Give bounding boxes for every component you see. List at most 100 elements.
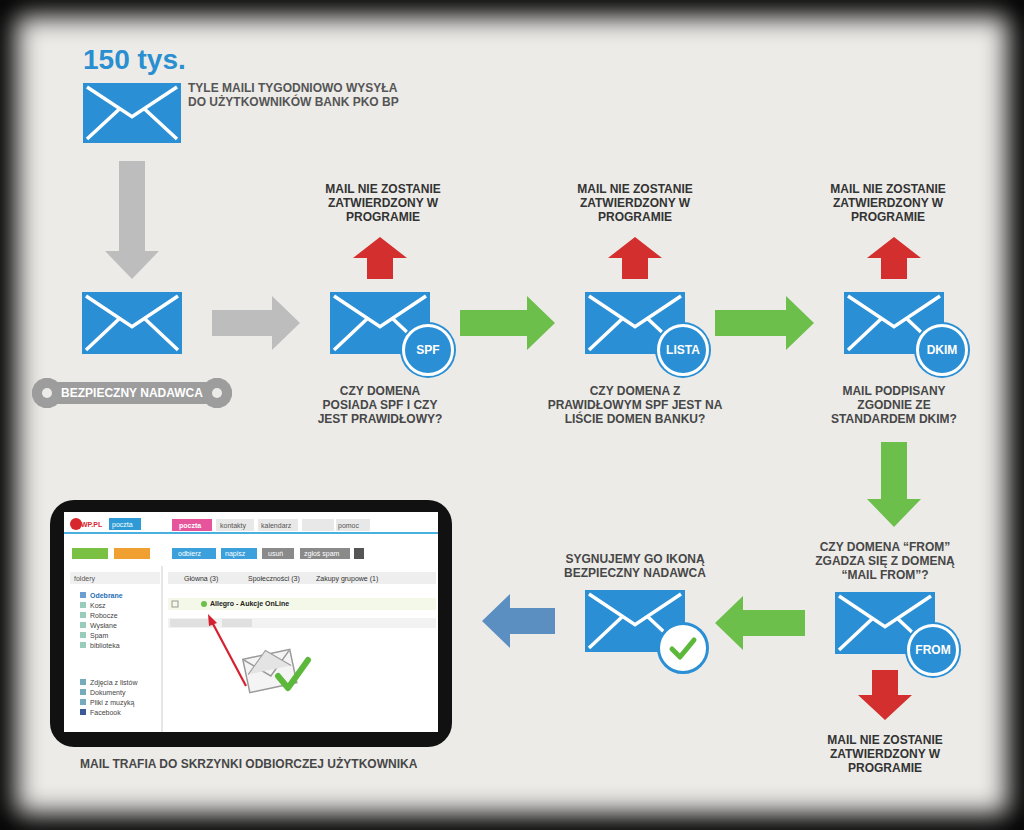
tabs-bar (168, 572, 436, 584)
reject-note: MAIL NIE ZOSTANIE ZATWIERDZONY W PROGRAM… (303, 182, 463, 224)
envelope-flap (589, 594, 681, 625)
check-badge: FROM (907, 624, 959, 676)
envelope-wrap (585, 590, 685, 652)
reject-note: MAIL NIE ZOSTANIE ZATWIERDZONY W PROGRAM… (808, 182, 968, 224)
mail-row (168, 618, 436, 628)
flow-arrow (460, 296, 555, 350)
ui-label: Wysłane (90, 621, 117, 630)
envelope-wrap (82, 292, 182, 354)
mail-row (168, 598, 436, 610)
envelope-fold (86, 318, 178, 350)
mail-step: 150 tys.TYLE MAILI TYGODNIOWO WYSYŁA DO … (80, 45, 410, 145)
step-caption: TYLE MAILI TYGODNIOWO WYSYŁA DO UŻYTKOWN… (188, 81, 403, 109)
folder-icons (80, 592, 86, 715)
reject-note: MAIL NIE ZOSTANIE ZATWIERDZONY W PROGRAM… (805, 733, 965, 775)
checkbox (172, 601, 178, 607)
badge-text: BEZPIECZNY NADAWCA (32, 378, 232, 408)
flow-arrow (353, 237, 407, 279)
sidebar-head (70, 572, 160, 584)
envelope-wrap: LISTA (585, 292, 685, 354)
ui-label: Społeczności (3) (248, 574, 300, 583)
envelope-wrap (83, 83, 181, 143)
envelope-wrap: DKIM (844, 292, 944, 354)
tab (258, 519, 298, 531)
ui-label: Spam (90, 631, 108, 640)
envelope-flap (848, 296, 940, 327)
flow-arrow (715, 296, 814, 350)
app-tab (109, 518, 141, 530)
ui-label: biblioteka (90, 641, 120, 650)
button (262, 548, 294, 559)
pager (222, 619, 252, 627)
ui-label: Zdjęcia z listów (90, 678, 137, 687)
ui-label: Główna (3) (184, 574, 218, 583)
ui-label: kalendarz (261, 521, 291, 530)
envelope-wrap: SPF (330, 292, 430, 354)
count-heading: 150 tys. (83, 45, 186, 75)
badge-text: LISTA (660, 327, 706, 373)
ui-label: odbierz (178, 549, 201, 558)
safe-icon (201, 601, 207, 607)
badge-text: DKIM (919, 327, 965, 373)
flow-arrow (482, 594, 555, 648)
flow-arrow (867, 237, 921, 279)
ui-label: foldery (74, 574, 95, 583)
button (300, 548, 350, 559)
button (172, 548, 216, 559)
ui-label: poczta (179, 521, 201, 530)
check-badge: SPF (402, 324, 454, 376)
mail-step: DKIM MAIL PODPISANY ZGODNIE ZE STANDARDEM… (804, 292, 984, 426)
sidebar-border (162, 566, 163, 732)
mail-step: CZY DOMENA “FROM” ZGADZA SIĘ Z DOMENĄ “M… (795, 540, 975, 654)
check-mark (663, 628, 703, 668)
reject-note: MAIL NIE ZOSTANIE ZATWIERDZONY W PROGRAM… (555, 182, 715, 224)
tab (302, 519, 334, 531)
ui-label: Facebook (90, 708, 121, 717)
tablet-frame (50, 500, 452, 747)
pager (170, 619, 214, 627)
mail-screenshot (50, 500, 452, 747)
envelope-flap (334, 296, 426, 327)
reject-text: MAIL NIE ZOSTANIE ZATWIERDZONY W PROGRAM… (555, 182, 715, 224)
flow-arrow (858, 670, 912, 720)
ui-label: Odebrane (90, 591, 123, 600)
envelope-wrap: FROM (835, 592, 935, 654)
mail-step: LISTACZY DOMENA Z PRAWIDŁOWYM SPF JEST N… (535, 292, 735, 426)
envelope-body (83, 83, 181, 143)
ui-label: Robocze (90, 611, 118, 620)
mail-step: SYGNUJEMY GO IKONĄ BEZPIECZNY NADAWCA (545, 552, 725, 652)
mail-step: SPF CZY DOMENA POSIADA SPF I CZY JEST PRA… (295, 292, 465, 426)
tablet-screen (64, 512, 438, 732)
flow-arrow (608, 237, 662, 279)
gear-badge: BEZPIECZNY NADAWCA (32, 378, 232, 408)
flow-arrow (105, 161, 159, 279)
active-tab (172, 519, 212, 531)
tab (216, 519, 254, 531)
button (114, 548, 150, 559)
envelope-fold (87, 108, 177, 139)
ui-label: napisz (225, 549, 245, 558)
check-badge (657, 622, 709, 674)
button (221, 548, 257, 559)
badge-text: FROM (910, 627, 956, 673)
step-caption: MAIL TRAFIA DO SKRZYNKI ODBIORCZEJ UŻYTK… (80, 757, 452, 771)
envelope-icon (83, 83, 181, 143)
ui-label: zgłoś spam (304, 549, 339, 558)
button (354, 548, 364, 559)
ui-label: kontakty (220, 521, 246, 530)
flow-arrow (867, 442, 921, 527)
step-caption: CZY DOMENA POSIADA SPF I CZY JEST PRAWID… (314, 384, 446, 426)
ui-label: Dokumenty (90, 688, 125, 697)
header-line (64, 532, 438, 534)
check-badge: LISTA (657, 324, 709, 376)
envelope-flap (86, 296, 178, 327)
envelope-icon (82, 292, 182, 354)
ui-label: poczta (112, 520, 133, 529)
envelope-flap (87, 87, 177, 117)
inbox-screen: MAIL TRAFIA DO SKRZYNKI ODBIORCZEJ UŻYTK… (50, 500, 452, 771)
pointer-arrow (208, 614, 246, 686)
envelope-flap (839, 596, 931, 627)
step-caption: MAIL PODPISANY ZGODNIE ZE STANDARDEM DKI… (819, 384, 969, 426)
ui-label: Kosz (90, 601, 106, 610)
